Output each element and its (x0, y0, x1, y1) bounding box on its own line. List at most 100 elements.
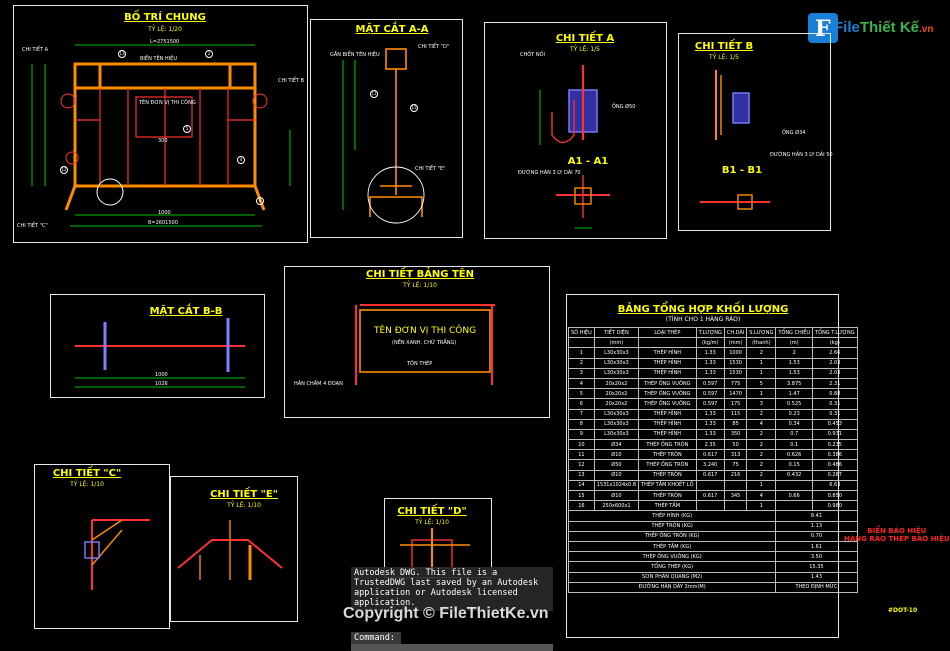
table-cell (723, 479, 748, 492)
table-cell: 1.53 (775, 357, 814, 369)
table-summary-row: THÉP ỐNG VUÔNG (KG)3.50 (567, 551, 858, 563)
table-cell: 0.617 (695, 489, 725, 502)
section-aa-label-sign: GẮN BIỂN TÊN HIỆU (330, 52, 380, 58)
table-cell: 13 (568, 469, 595, 481)
detail-a-section: A1 - A1 (567, 156, 609, 167)
command-prompt[interactable]: Command: (351, 632, 401, 644)
summary-label: THÉP ỐNG VUÔNG (KG) (567, 551, 777, 563)
table-cell (775, 500, 814, 512)
detail-d-scale: TỶ LỆ: 1/10 (415, 519, 449, 526)
summary-label: THÉP HÌNH (KG) (567, 510, 777, 522)
detail-b-label-weld: ĐƯỜNG HÀN 3 LY DÀI 50 (770, 152, 833, 158)
table-cell (568, 337, 595, 349)
table-cell: THÉP HÌNH (638, 408, 697, 420)
table-summary-row: THÉP TRÒN (KG)1.13 (567, 520, 858, 532)
panel-sign-detail (284, 266, 550, 418)
table-subtitle: (TÍNH CHO 1 HÀNG RÀO) (665, 316, 741, 323)
section-bb-dim2: 1026 (155, 381, 168, 387)
table-cell: 0.7 (775, 428, 814, 441)
panel-section-aa (310, 19, 463, 238)
table-cell: 0.626 (775, 449, 814, 461)
note-line-1: BIỂN BÁO HIỆU (867, 527, 927, 535)
panel-general-layout (13, 5, 308, 243)
table-units-row: (mm)(kg/m)(mm)(thanh)(m)(kg) (568, 337, 858, 349)
table-summary-row: THÉP TẤM (KG)1.61 (567, 540, 858, 553)
table-cell: 0.386 (812, 449, 858, 461)
marker-13: 13 (118, 50, 126, 58)
table-cell: 2.03 (812, 367, 858, 379)
summary-label: TỔNG THÉP (KG) (567, 561, 777, 573)
table-cell: 775 (723, 377, 748, 390)
table-cell: 1.33 (695, 357, 725, 369)
table-cell: 3.240 (695, 459, 725, 471)
table-cell: Ø10 (593, 449, 640, 461)
section-bb-dim1: 1000 (155, 372, 168, 378)
table-cell: 2 (746, 459, 777, 471)
table-cell: 1000 (723, 347, 748, 359)
table-cell: 1 (746, 479, 777, 492)
table-cell: L30x30x3 (593, 408, 640, 420)
table-cell (775, 479, 814, 492)
table-cell: 2.03 (812, 357, 858, 369)
table-cell: 0.453 (812, 418, 858, 430)
table-cell: L30x30x3 (593, 357, 640, 369)
table-cell: THÉP ỐNG VUÔNG (638, 377, 697, 390)
general-label-dim1: 1000 (158, 210, 171, 216)
table-cell: 75 (723, 459, 748, 471)
table-cell: 15 (568, 489, 595, 502)
table-cell: 7 (568, 408, 595, 420)
detail-a-label-weld: ĐƯỜNG HÀN 3 LY DÀI 70 (518, 170, 581, 176)
detail-c-title: CHI TIẾT "C" (52, 468, 122, 479)
detail-a-label-bolt: CHỐT NỐI (520, 52, 545, 58)
table-cell: 2 (568, 357, 595, 369)
marker-8: 8 (256, 197, 264, 205)
general-label-unit: TÊN ĐƠN VỊ THI CÔNG (139, 100, 196, 106)
table-cell: 216 (723, 469, 748, 481)
note-text: BIỂN BÁO HIỆU HÀNG RÀO THÉP BÁO HIỆU (844, 527, 950, 543)
table-cell: (kg) (812, 337, 858, 349)
table-cell: 1.53 (775, 367, 814, 379)
table-cell: 2 (746, 347, 777, 359)
command-input-bar[interactable] (351, 644, 553, 651)
table-cell: 1530 (723, 367, 748, 379)
table-cell: 0.980 (812, 500, 858, 512)
detail-b-scale: TỶ LỆ: 1/5 (709, 54, 739, 61)
marker-2: 2 (205, 50, 213, 58)
section-aa-title: MẶT CẮT A-A (355, 24, 429, 35)
table-cell: (mm) (593, 337, 640, 349)
general-label-sign: BIỂN TÊN HIỆU (140, 56, 177, 62)
summary-value: 1.43 (775, 571, 858, 583)
table-cell: L30x30x3 (593, 367, 640, 379)
table-cell: 1 (746, 500, 777, 512)
table-cell: 0.15 (775, 459, 814, 471)
table-summary-row: THÉP ỐNG TRÒN (KG)0.70 (567, 530, 858, 542)
marker-aa-11: 11 (370, 90, 378, 98)
table-cell: 0.850 (812, 489, 858, 502)
table-cell: 350 (723, 428, 748, 441)
table-cell: 0.486 (812, 459, 858, 471)
summary-label: SƠN PHẢN QUANG (M2) (567, 571, 777, 583)
panel-detail-b (678, 33, 831, 231)
table-cell: 0.31 (812, 408, 858, 420)
table-cell: 1 (746, 388, 777, 400)
table-cell: 14 (568, 479, 595, 492)
sign-detail-scale: TỶ LỆ: 1/10 (403, 282, 437, 289)
table-cell: 1.33 (695, 367, 725, 379)
detail-e-scale: TỶ LỆ: 1/10 (227, 502, 261, 509)
table-cell: LOẠI THÉP (638, 326, 697, 339)
note-line-2: HÀNG RÀO THÉP BÁO HIỆU (844, 535, 950, 543)
table-cell (695, 500, 725, 512)
detail-e-title: CHI TIẾT "E" (210, 489, 278, 500)
table-cell: THÉP ỐNG VUÔNG (638, 398, 697, 410)
table-cell (638, 337, 697, 349)
table-cell: 4 (746, 489, 777, 502)
table-cell: THÉP TẤM KHOÉT LỖ (638, 479, 697, 492)
table-cell: 0.31 (812, 398, 858, 410)
general-label-dim2: 300 (158, 138, 168, 144)
table-cell: THÉP ỐNG TRÒN (638, 439, 697, 451)
